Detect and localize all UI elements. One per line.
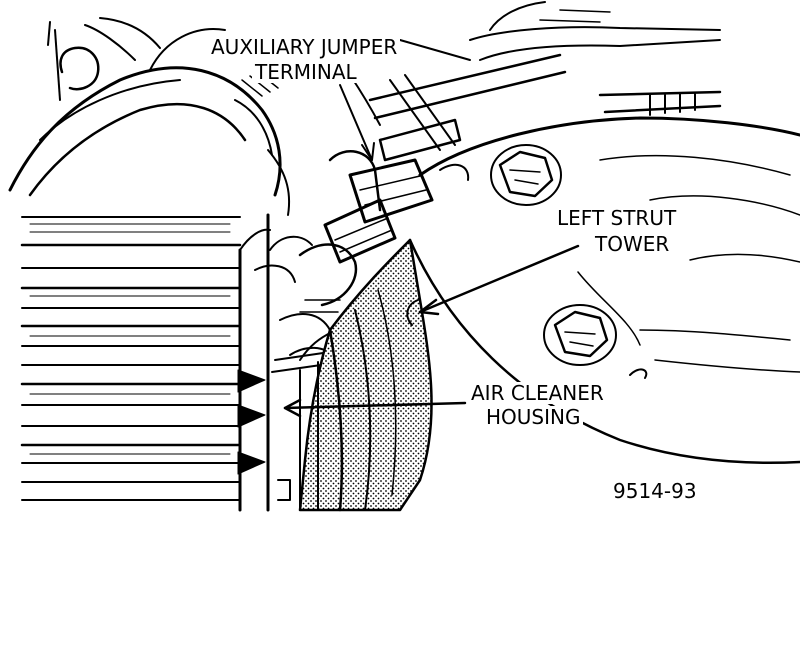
figure-code: 9514-93	[610, 480, 700, 502]
upper-cables	[349, 1, 722, 151]
label-left-strut-tower-line1: LEFT STRUT	[554, 207, 680, 229]
air-cleaner-housing	[298, 238, 433, 512]
strut-tower	[408, 116, 800, 465]
label-auxiliary-jumper-terminal-line1: AUXILIARY JUMPER	[208, 36, 401, 58]
label-left-strut-tower-line2: TOWER	[592, 233, 673, 255]
label-air-cleaner-housing-line1: AIR CLEANER	[468, 382, 607, 404]
strut-bolt-lower	[543, 304, 617, 366]
strut-bolt-upper	[490, 144, 562, 206]
jumper-terminal-connectors	[254, 118, 470, 373]
label-air-cleaner-housing-line2: HOUSING	[483, 406, 584, 428]
radiator-grille	[20, 216, 242, 501]
label-auxiliary-jumper-terminal-line2: TERMINAL	[252, 61, 360, 83]
leader-lines	[283, 84, 641, 418]
radiator-side-panel	[237, 213, 319, 512]
